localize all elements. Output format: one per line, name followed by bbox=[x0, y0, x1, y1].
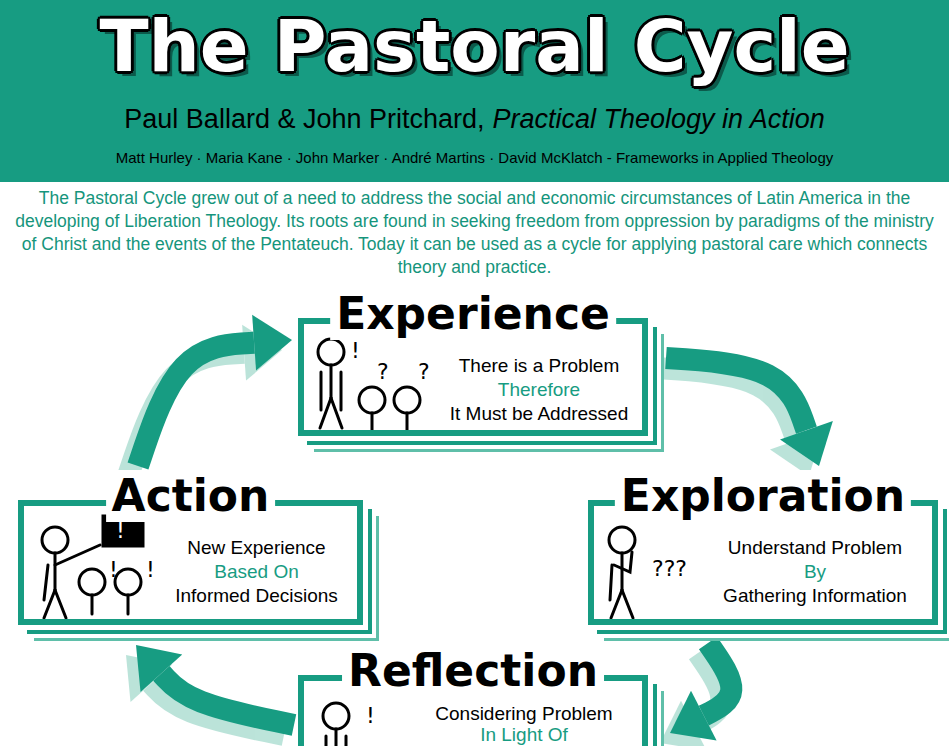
cycle-arrow bbox=[126, 645, 294, 735]
arrow-body bbox=[138, 315, 292, 466]
arrow-body bbox=[670, 643, 731, 741]
stage-text: Gathering Information bbox=[706, 584, 924, 608]
stage-box: ExperienceThere is a ProblemThereforeIt … bbox=[298, 318, 648, 436]
stage-text: In Light Of bbox=[414, 724, 634, 745]
cycle-arrow bbox=[128, 315, 292, 476]
stage-text: It Must be Addressed bbox=[444, 402, 634, 426]
stage-text: Considering Problem bbox=[414, 703, 634, 724]
intro-text: The Pastoral Cycle grew out of a need to… bbox=[14, 187, 935, 279]
stage-box: ExplorationUnderstand ProblemByGathering… bbox=[588, 500, 938, 625]
arrow-shaft bbox=[138, 343, 254, 466]
book-title: Practical Theology in Action bbox=[493, 102, 825, 136]
subtitle-line: Paul Ballard & John Pritchard, Practical … bbox=[0, 102, 949, 136]
stick-figure bbox=[609, 527, 635, 618]
stage-heading: Action bbox=[106, 470, 276, 522]
cycle-arrow bbox=[660, 643, 731, 746]
symbol-mark: ? bbox=[377, 360, 389, 384]
stage-text: By bbox=[706, 560, 924, 584]
arrow-shaft bbox=[161, 673, 294, 725]
cycle-arrow bbox=[656, 358, 833, 476]
symbol-mark: ! bbox=[351, 339, 360, 363]
stick-figure bbox=[42, 516, 143, 618]
author-names: Paul Ballard & John Pritchard, bbox=[124, 102, 484, 136]
stage-heading: Reflection bbox=[342, 645, 604, 697]
symbol-mark: ! bbox=[109, 558, 118, 582]
stage-box: ActionNew ExperienceBased OnInformed Dec… bbox=[18, 500, 363, 625]
stage-text: Informed Decisions bbox=[164, 584, 349, 608]
symbol-mark: ! bbox=[116, 519, 125, 543]
symbol-mark: ! bbox=[146, 558, 155, 582]
arrow-shaft bbox=[666, 358, 806, 430]
stage-text: There is a Problem bbox=[444, 354, 634, 378]
arrow-head bbox=[670, 691, 717, 741]
stage-box: ReflectionConsidering ProblemIn Light Of bbox=[298, 675, 648, 746]
arrow-body bbox=[666, 358, 833, 466]
arrow-head bbox=[780, 421, 833, 466]
symbol-mark: ! bbox=[366, 704, 375, 728]
stage-text: New Experience bbox=[164, 536, 349, 560]
arrow-body bbox=[136, 645, 294, 725]
stage-text: Understand Problem bbox=[706, 536, 924, 560]
stage-heading: Experience bbox=[330, 288, 616, 340]
stage-heading: Exploration bbox=[615, 470, 911, 522]
arrow-head bbox=[136, 645, 182, 692]
stage-text: Therefore bbox=[444, 378, 634, 402]
stick-figure bbox=[318, 339, 420, 432]
stick-figure bbox=[323, 703, 349, 746]
arrow-head bbox=[252, 315, 292, 371]
symbol-mark: ??? bbox=[652, 557, 687, 581]
contributors: Matt Hurley · Maria Kane · John Marker ·… bbox=[0, 148, 949, 168]
arrow-shaft bbox=[704, 643, 732, 716]
stage-text: Based On bbox=[164, 560, 349, 584]
symbol-mark: ? bbox=[418, 360, 430, 384]
page-title: The Pastoral Cycle bbox=[0, 2, 949, 90]
